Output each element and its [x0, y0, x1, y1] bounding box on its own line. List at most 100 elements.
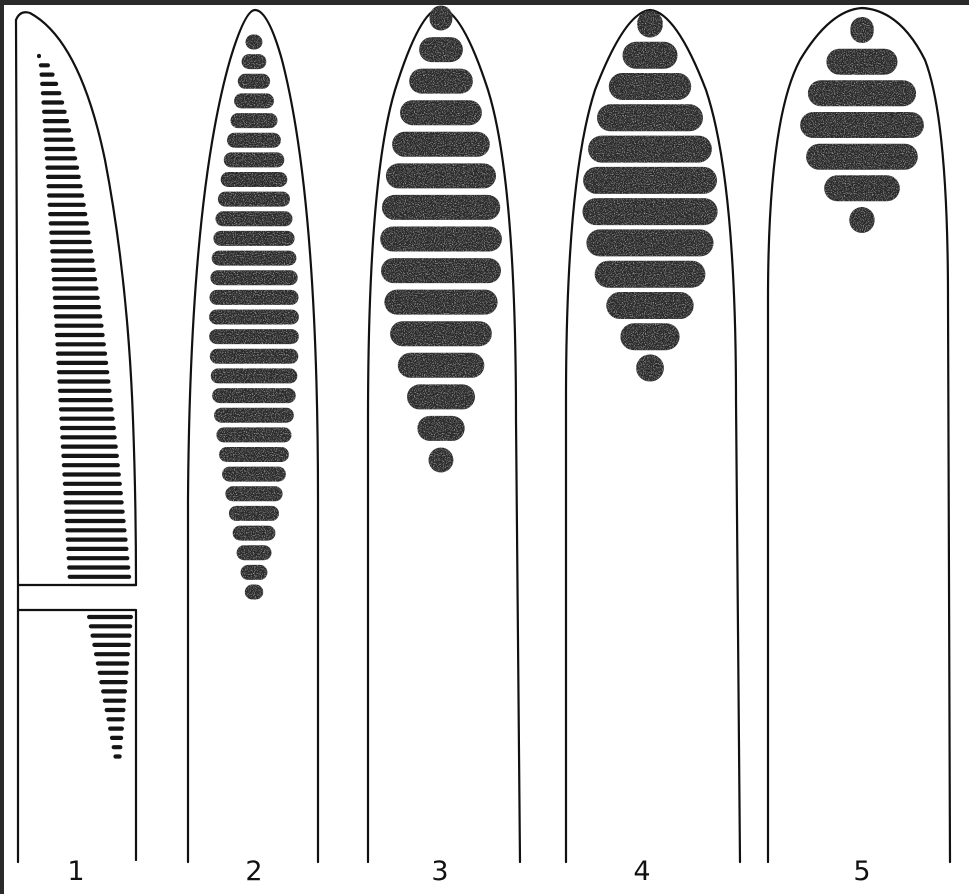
panel-2-bar: [218, 192, 290, 207]
panel-3-bar: [382, 195, 500, 220]
panel-1-bar: [64, 510, 125, 514]
panel-2-bar: [210, 290, 299, 305]
panel-1-bar: [66, 538, 128, 542]
panel-2-bar: [221, 172, 288, 187]
panel-1-bar: [108, 727, 124, 731]
panel-3-label: 3: [431, 858, 448, 885]
panel-5-bar: [800, 112, 924, 138]
panel-1-bar: [67, 556, 130, 560]
panel-1-bar: [89, 624, 133, 628]
panel-1-bar: [58, 398, 112, 402]
panel-1-left-edge: [16, 20, 18, 585]
panel-1-bar: [50, 249, 93, 253]
panel-1-bar: [61, 445, 118, 449]
panel-4-bar: [620, 323, 679, 350]
panel-3-bar: [380, 227, 502, 252]
panel-2-bar: [224, 152, 284, 167]
panel-1-bar: [46, 175, 81, 179]
panel-5-bar: [824, 175, 900, 201]
panel-1-bar: [113, 754, 121, 758]
panel-2-bar: [231, 113, 278, 128]
panel-4-bar: [623, 42, 678, 69]
panel-1-bar: [45, 166, 79, 170]
panel-1-bar: [94, 652, 130, 656]
panel-2-bar: [229, 506, 279, 521]
panel-1-bar: [101, 689, 127, 693]
panel-1-bar: [54, 314, 102, 318]
panel-2-bar: [237, 545, 272, 560]
panel-2-bar: [242, 54, 267, 69]
panel-1-bar: [53, 305, 101, 309]
panel-4-bars: [583, 11, 718, 382]
panel-1-bar: [47, 193, 84, 197]
panel-1-bar: [40, 82, 58, 86]
panel-2-bar: [212, 251, 297, 266]
panel-3-bar: [386, 163, 496, 188]
panel-1-bar: [99, 680, 127, 684]
panel-1-bar: [43, 128, 71, 132]
panel-1-bar: [47, 184, 83, 188]
panel-1-bar: [103, 699, 126, 703]
panel-3-bar: [392, 132, 490, 157]
panel-5-drawing: [768, 8, 950, 862]
panel-1-drawing: [16, 12, 136, 862]
panel-1-bar: [42, 110, 67, 114]
panel-4-label: 4: [633, 858, 650, 885]
panel-4-bar: [588, 136, 712, 163]
panel-1-bar: [61, 454, 119, 458]
panel-2-drawing: [188, 10, 318, 862]
panel-1-bar: [43, 119, 70, 123]
panel-1-bar: [45, 156, 77, 160]
panel-1-bars: [37, 54, 133, 759]
panel-1-bar: [65, 528, 126, 532]
panel-3-bar: [381, 258, 501, 283]
panel-1-bar: [56, 352, 107, 356]
panel-5-bar: [806, 144, 918, 170]
panel-1-bar: [63, 482, 122, 486]
image-border-top: [0, 0, 969, 5]
panel-1-label: 1: [67, 858, 84, 885]
panel-2-bar: [245, 585, 263, 600]
panel-2-bar: [225, 486, 282, 501]
panel-2-bars: [209, 35, 299, 600]
panel-5-bar: [850, 17, 873, 43]
panel-2-bar: [216, 211, 293, 226]
panel-1-bar: [65, 519, 126, 523]
panel-1-bar: [37, 54, 41, 58]
panel-1-bar: [52, 286, 98, 290]
panel-1-bar: [60, 426, 116, 430]
panel-1-bar: [110, 736, 123, 740]
panel-1-bar: [98, 671, 129, 675]
panel-1-bar: [51, 268, 96, 272]
panel-1-bar: [60, 435, 117, 439]
panel-5-bars: [800, 17, 924, 233]
panel-2-bar: [241, 565, 268, 580]
panel-1-bar: [62, 463, 120, 467]
panel-2-bar: [210, 270, 297, 285]
panel-3-bar: [417, 416, 464, 441]
panel-1-bar: [59, 407, 114, 411]
panel-1-bar: [41, 100, 64, 104]
panel-3-drawing: [368, 6, 520, 863]
panel-1-bar: [56, 361, 108, 365]
panel-1-bar: [68, 575, 132, 579]
panel-1-bar: [52, 277, 97, 281]
panel-1-bar: [105, 708, 126, 712]
panel-2-bar: [227, 133, 281, 148]
panel-2-bar: [211, 368, 297, 383]
panel-3-bar: [384, 290, 497, 315]
panel-3-bar: [429, 448, 454, 473]
panel-1-bar: [57, 370, 109, 374]
panel-3-bar: [409, 69, 473, 94]
panel-2-bar: [219, 447, 289, 462]
panel-2-bar: [246, 35, 263, 50]
panel-1-bar: [40, 73, 55, 77]
panel-3-bar: [400, 100, 482, 125]
panel-5-bar: [808, 80, 916, 106]
panel-1-bar: [96, 661, 129, 665]
panel-2-bar: [238, 74, 270, 89]
panel-1-bar: [44, 138, 74, 142]
panel-3-bar: [390, 321, 492, 346]
panel-2-bar: [209, 310, 299, 325]
